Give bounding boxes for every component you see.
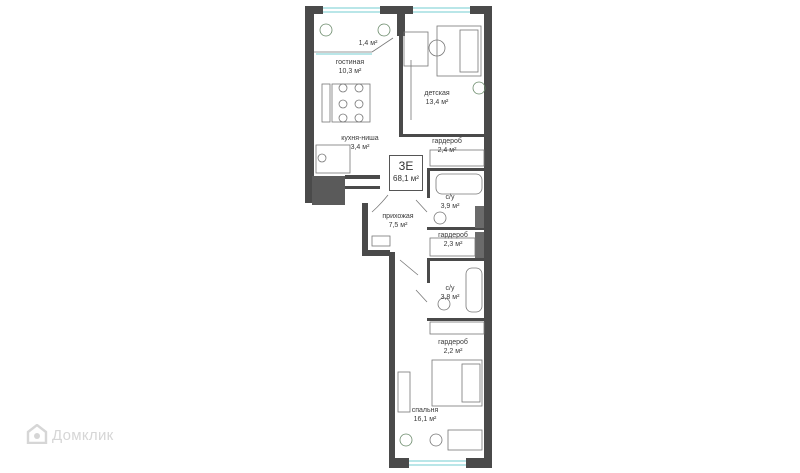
room-label-hall: прихожая 7,5 м² bbox=[370, 212, 426, 230]
room-label-kids: детская 13,4 м² bbox=[412, 89, 462, 107]
room-label-living: гостиная 10,3 м² bbox=[322, 58, 378, 76]
room-area: 2,3 м² bbox=[443, 241, 463, 248]
watermark: Домклик bbox=[26, 423, 114, 445]
room-name: кухня-ниша bbox=[341, 135, 379, 142]
room-name: спальня bbox=[411, 407, 439, 414]
walls bbox=[305, 6, 492, 468]
room-area: 13,4 м² bbox=[425, 99, 449, 106]
room-name: с/у bbox=[445, 194, 455, 201]
room-name: гостиная bbox=[335, 59, 365, 66]
room-name: гардероб bbox=[438, 232, 468, 239]
room-label-bath-2: с/у 3,8 м² bbox=[430, 284, 470, 302]
room-lines bbox=[314, 25, 485, 451]
room-label-bedroom: спальня 16,1 м² bbox=[400, 406, 450, 424]
room-label-wardrobe-1: гардероб 2,4 м² bbox=[418, 137, 476, 155]
domclick-logo-icon bbox=[26, 423, 48, 445]
room-label-kitchen: кухня-ниша 3,4 м² bbox=[330, 134, 390, 152]
room-name: прихожая bbox=[382, 213, 414, 220]
watermark-text: Домклик bbox=[52, 427, 114, 444]
apartment-code: 3E bbox=[398, 159, 414, 173]
room-area: 3,9 м² bbox=[440, 203, 460, 210]
room-area: 10,3 м² bbox=[338, 68, 362, 75]
apartment-badge: 3E 68,1 м² bbox=[389, 155, 423, 191]
room-name: детская bbox=[424, 90, 450, 97]
room-name: гардероб bbox=[432, 138, 462, 145]
room-area: 1,4 м² bbox=[358, 40, 378, 47]
room-area: 3,4 м² bbox=[350, 144, 370, 151]
room-area: 2,2 м² bbox=[443, 348, 463, 355]
room-label-wardrobe-3: гардероб 2,2 м² bbox=[424, 338, 482, 356]
room-area: 3,8 м² bbox=[440, 294, 460, 301]
plants bbox=[319, 23, 486, 447]
windows bbox=[316, 7, 470, 466]
room-label-bath-1: с/у 3,9 м² bbox=[430, 193, 470, 211]
room-area: 2,4 м² bbox=[437, 147, 457, 154]
room-name: с/у bbox=[445, 285, 455, 292]
room-label-wardrobe-2: гардероб 2,3 м² bbox=[424, 231, 482, 249]
room-label-balcony: 1,4 м² bbox=[353, 39, 383, 48]
room-name: гардероб bbox=[438, 339, 468, 346]
room-area: 7,5 м² bbox=[388, 222, 408, 229]
apartment-total-area: 68,1 м² bbox=[393, 174, 419, 183]
room-area: 16,1 м² bbox=[413, 416, 437, 423]
